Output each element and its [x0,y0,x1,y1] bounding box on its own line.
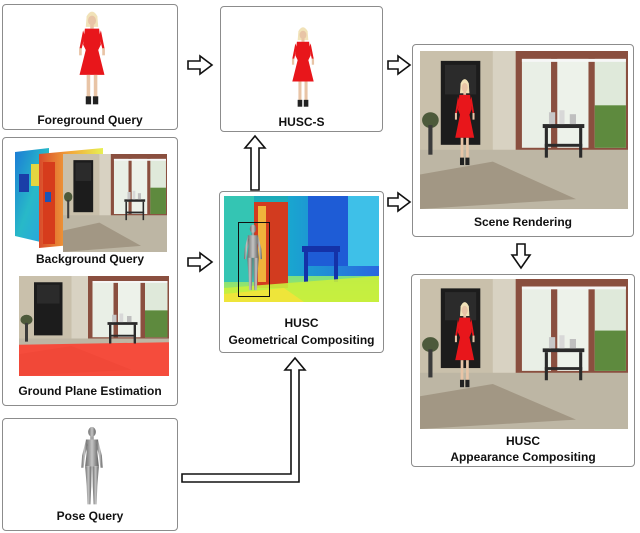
person-mesh-bbox [238,222,270,297]
pose-query-label: Pose Query [56,509,124,523]
pose-mesh-image [74,425,110,509]
background-panel: Background Query Ground Plane Estimation [2,137,178,406]
depth-map-image [224,196,379,302]
husc-s-label: HUSC-S [278,115,325,129]
arrow-geometrical-to-scene [387,191,412,213]
pose-query-panel: Pose Query [2,418,178,531]
foreground-query-label: Foreground Query [37,113,143,127]
appearance-line1: HUSC [505,434,540,448]
arrow-geometrical-to-husc-s [243,134,267,191]
arrow-husc-s-to-scene [387,54,412,76]
ground-plane-label: Ground Plane Estimation [18,384,162,398]
appearance-compositing-image [420,279,628,429]
arrow-background-to-geometrical [187,251,214,273]
geometrical-compositing-panel: HUSC Geometrical Compositing [219,191,384,353]
husc-s-person-image [285,25,321,109]
arrow-foreground-to-husc-s [187,54,214,76]
arrow-pose-to-geometrical [181,356,307,483]
scene-rendering-label: Scene Rendering [473,215,573,229]
foreground-person-image [71,9,113,107]
scene-rendering-panel: Scene Rendering [412,44,634,237]
foreground-query-panel: Foreground Query [2,4,178,130]
ground-plane-image [19,276,169,376]
background-query-image [11,144,167,252]
husc-s-panel: HUSC-S [220,6,383,132]
background-query-label: Background Query [35,252,145,266]
scene-rendering-image [420,51,628,209]
geometrical-line2: Geometrical Compositing [228,333,375,347]
arrow-scene-to-appearance [510,243,532,270]
appearance-line2: Appearance Compositing [450,450,596,464]
geometrical-line1: HUSC [284,316,319,330]
appearance-compositing-panel: HUSC Appearance Compositing [411,274,635,467]
